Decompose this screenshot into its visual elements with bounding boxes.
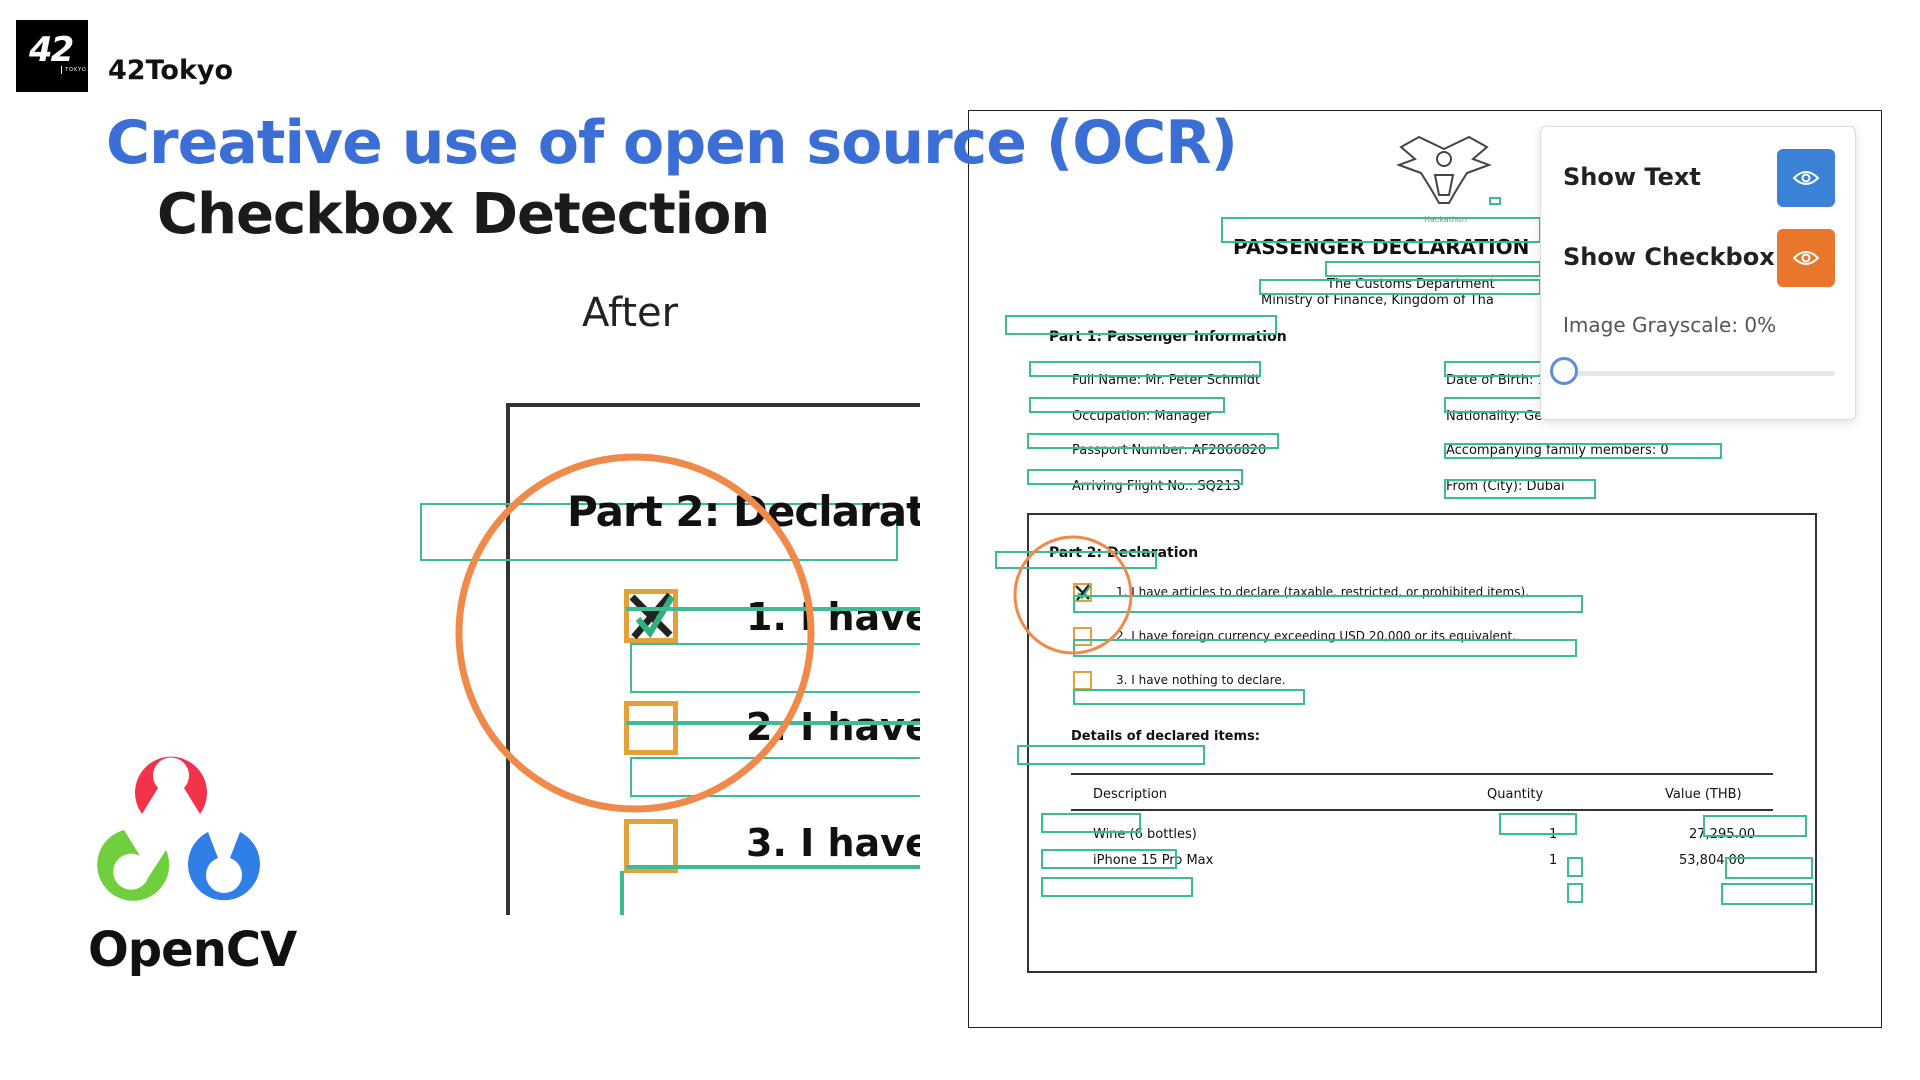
- table-top-rule: [1071, 773, 1773, 775]
- col-description: Description: [1093, 787, 1168, 802]
- grayscale-slider-handle[interactable]: [1550, 357, 1578, 385]
- ocr-box: [1041, 849, 1177, 869]
- row-2-desc: iPhone 15 Pro Max: [1093, 853, 1214, 868]
- ocr-box: [1029, 397, 1225, 413]
- doc-passport: Passport Number: AF2866820: [1072, 443, 1267, 458]
- ocr-box: [1259, 279, 1541, 295]
- doc-from-city: From (City): Dubai: [1446, 479, 1565, 494]
- doc-family: Accompanying family members: 0: [1446, 443, 1669, 458]
- zoom-box-3a: [626, 865, 920, 869]
- doc-title: PASSENGER DECLARATION: [1233, 235, 1530, 259]
- doc-item-3: 3. I have nothing to declare.: [1116, 673, 1286, 687]
- ocr-box: [1073, 689, 1305, 705]
- zoom-box-1b: [630, 643, 920, 693]
- declaration-frame: [1027, 513, 1817, 973]
- ocr-box: [995, 551, 1157, 569]
- zoom-item-3: 3. I have n: [746, 821, 920, 865]
- opencv-logo-icon: [97, 756, 260, 901]
- zoom-crop: Part 2: Declaratio 1. I have ar 2. I hav…: [380, 395, 920, 915]
- zoom-item-1: 1. I have ar: [746, 595, 920, 639]
- ocr-box: [1041, 877, 1193, 897]
- zoom-box-2a: [626, 721, 920, 725]
- after-label: After: [582, 290, 679, 336]
- ocr-box: [1444, 397, 1544, 413]
- logo-42-main: 42: [29, 30, 74, 70]
- ocr-box: [1444, 361, 1544, 377]
- doc-details: Details of declared items:: [1071, 729, 1260, 744]
- ocr-box: [1567, 883, 1583, 903]
- ocr-box: [1703, 815, 1807, 837]
- show-text-button[interactable]: [1777, 149, 1835, 207]
- ocr-box: [1721, 883, 1813, 905]
- slide-title: Creative use of open source (OCR): [106, 108, 1238, 178]
- ocr-box: [1073, 639, 1577, 657]
- doc-part2: Part 2: Declaration: [1049, 545, 1199, 561]
- eye-icon: [1793, 171, 1819, 185]
- doc-flight: Arriving Flight No.: SQ213: [1072, 479, 1241, 494]
- grayscale-slider-track[interactable]: [1563, 371, 1835, 376]
- zoom-frame-border: [506, 403, 920, 407]
- logo-42-sub: TOKYO: [61, 66, 87, 74]
- doc-checkbox-3: [1073, 671, 1092, 690]
- logo-42-icon: 42 TOKYO: [16, 20, 88, 92]
- ocr-box: [1725, 857, 1813, 879]
- zoom-frame-border-left: [506, 403, 510, 915]
- ocr-box: [1567, 857, 1583, 877]
- doc-highlight-circle: [1013, 535, 1133, 655]
- show-text-label: Show Text: [1563, 163, 1701, 191]
- ocr-box: [1029, 361, 1261, 377]
- ocr-box: [1073, 595, 1583, 613]
- row-2-qty: 1: [1549, 853, 1558, 868]
- ocr-box: [1041, 813, 1141, 833]
- opencv-label: OpenCV: [88, 922, 297, 978]
- zoom-box-3b: [620, 871, 624, 915]
- zoom-box-1a: [626, 607, 920, 611]
- zoom-checkbox-2: [624, 701, 678, 755]
- doc-hackathon: Hackathon: [1424, 215, 1467, 224]
- zoom-box-2b: [630, 757, 920, 797]
- ocr-box: [1221, 217, 1541, 243]
- grayscale-label: Image Grayscale: 0%: [1563, 313, 1777, 337]
- show-checkbox-button[interactable]: [1777, 229, 1835, 287]
- show-checkbox-label: Show Checkbox: [1563, 243, 1775, 271]
- ocr-box: [1027, 433, 1279, 449]
- slide-subtitle: Checkbox Detection: [157, 182, 770, 247]
- ocr-box: [1027, 469, 1243, 485]
- doc-checkbox-1: [1073, 583, 1092, 602]
- ocr-box: [1017, 745, 1205, 765]
- col-value: Value (THB): [1665, 787, 1742, 802]
- row-1-desc: Wine (6 bottles): [1093, 827, 1197, 842]
- ocr-box: [1005, 315, 1277, 335]
- ocr-box: [1499, 813, 1577, 835]
- doc-ministry: Ministry of Finance, Kingdom of Tha: [1261, 293, 1494, 308]
- ocr-box: [1489, 197, 1501, 205]
- zoom-highlight-circle: [455, 453, 815, 813]
- eye-icon: [1793, 251, 1819, 265]
- eagle-emblem-icon: [1396, 135, 1492, 204]
- col-quantity: Quantity: [1487, 787, 1544, 802]
- control-panel: Show Text Show Checkbox Image Grayscale:…: [1540, 126, 1856, 420]
- brand-name: 42Tokyo: [108, 55, 234, 86]
- doc-checkbox-2: [1073, 627, 1092, 646]
- ocr-box: [1444, 443, 1722, 459]
- ocr-box: [1444, 479, 1596, 499]
- zoom-checkbox-1: [624, 589, 678, 643]
- zoom-box-heading: [420, 503, 898, 561]
- table-header-rule: [1071, 809, 1773, 811]
- ocr-box: [1325, 261, 1541, 277]
- row-1-val: 27,295.00: [1689, 827, 1756, 842]
- zoom-checkbox-3: [624, 819, 678, 873]
- row-2-val: 53,804.00: [1679, 853, 1746, 868]
